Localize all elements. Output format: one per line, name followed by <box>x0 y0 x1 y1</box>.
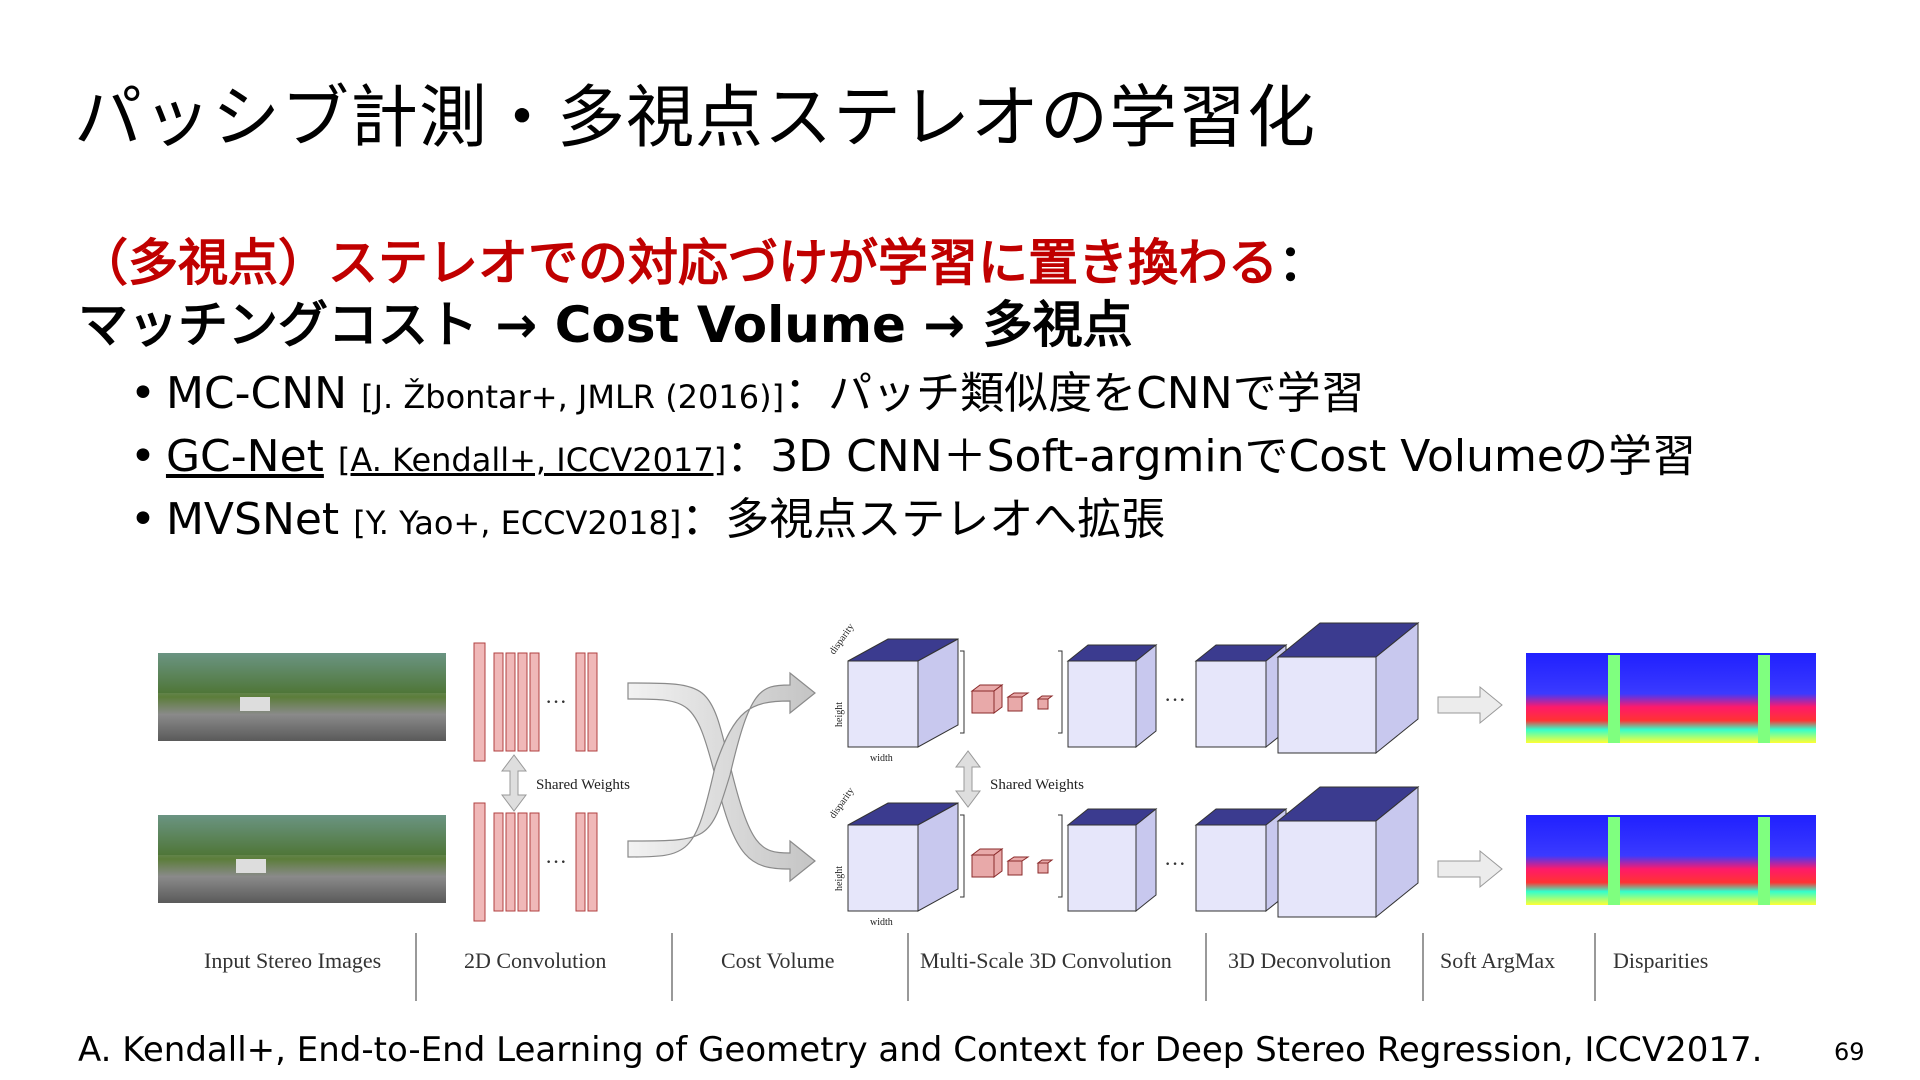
axis-label-height-top: height <box>834 702 845 727</box>
bullet-link-name[interactable]: GC-Net <box>165 431 324 482</box>
cost-volume-cube-bottom <box>847 802 959 912</box>
disparity-map-bottom <box>1526 815 1816 905</box>
bullet-citation: [Y. Yao+, ECCV2018] <box>353 504 682 542</box>
headline-line-1: （多視点）ステレオでの対応づけが学習に置き換わる： <box>78 232 1328 294</box>
stage-label-2d-conv: 2D Convolution <box>464 948 606 973</box>
bullet-mc-cnn: •MC-CNN [J. Žbontar+, JMLR (2016)]：パッチ類似… <box>130 364 1696 427</box>
stage-label-disparities: Disparities <box>1613 948 1708 973</box>
page-number: 69 <box>1834 1038 1865 1066</box>
conv2d-layers-bottom <box>473 802 598 922</box>
stage-label-input: Input Stereo Images <box>204 948 381 973</box>
cost-volume-cube-top <box>847 638 959 748</box>
headline: （多視点）ステレオでの対応づけが学習に置き換わる： マッチングコスト → Cos… <box>78 232 1328 356</box>
bullet-text: ：パッチ類似度をCNNで学習 <box>784 368 1365 419</box>
ellipsis-conv-top: ··· <box>545 689 567 714</box>
soft-argmax-arrow-top-icon <box>1437 685 1503 725</box>
ellipsis-3d-bottom: ··· <box>1164 851 1186 876</box>
bullet-link-citation[interactable]: [A. Kendall+, ICCV2017] <box>337 441 727 479</box>
architecture-diagram: ··· ··· Shared Weights disparity height <box>158 621 1816 1001</box>
conv3d-filters-top <box>960 650 1063 734</box>
bullet-mvsnet: •MVSNet [Y. Yao+, ECCV2018]：多視点ステレオへ拡張 <box>130 490 1696 553</box>
bullet-list: •MC-CNN [J. Žbontar+, JMLR (2016)]：パッチ類似… <box>130 364 1696 553</box>
soft-argmax-arrow-bottom-icon <box>1437 849 1503 889</box>
shared-weights-arrow-icon <box>501 754 527 812</box>
stage-separators <box>415 933 1596 1001</box>
bullet-dot: • <box>130 368 156 419</box>
stage-label-cost-volume: Cost Volume <box>721 948 835 973</box>
axis-label-disparity-bottom: disparity <box>827 786 856 821</box>
deconv-cubes-bottom <box>1066 785 1420 919</box>
disparity-map-top <box>1526 653 1816 743</box>
conv3d-filters-bottom <box>960 814 1063 898</box>
stage-label-soft-argmax: Soft ArgMax <box>1440 948 1555 973</box>
input-image-left <box>158 653 446 741</box>
conv2d-layers-top <box>473 642 598 762</box>
bullet-dot: • <box>130 494 156 545</box>
input-image-right <box>158 815 446 903</box>
bullet-dot: • <box>130 431 156 482</box>
bullet-name: MVSNet <box>165 494 340 545</box>
axis-label-disparity-top: disparity <box>827 622 856 657</box>
shared-weights-label-3d: Shared Weights <box>990 777 1084 793</box>
headline-red-text: （多視点）ステレオでの対応づけが学習に置き換わる <box>78 234 1278 292</box>
ellipsis-conv-bottom: ··· <box>545 849 567 874</box>
stage-label-multiscale-3d-conv: Multi-Scale 3D Convolution <box>920 948 1172 973</box>
bullet-text: ：多視点ステレオへ拡張 <box>681 494 1166 545</box>
gc-net-architecture-figure: ··· ··· Shared Weights disparity height <box>150 615 1820 1005</box>
axis-label-width-top: width <box>870 753 893 764</box>
cost-volume-crossing-arrows-icon <box>627 671 816 883</box>
shared-weights-label-conv: Shared Weights <box>536 777 630 793</box>
headline-colon: ： <box>1278 234 1328 292</box>
stage-label-3d-deconv: 3D Deconvolution <box>1228 948 1391 973</box>
reference-citation: A. Kendall+, End-to-End Learning of Geom… <box>78 1030 1763 1070</box>
axis-label-width-bottom: width <box>870 917 893 928</box>
slide-title: パッシブ計測・多視点ステレオの学習化 <box>74 79 1317 158</box>
bullet-text: ：3D CNN＋Soft-argminでCost Volumeの学習 <box>726 431 1696 482</box>
shared-weights-arrow-3d-icon <box>955 750 981 808</box>
bullet-name: MC-CNN <box>165 368 348 419</box>
deconv-cubes-top <box>1066 621 1420 755</box>
axis-label-height-bottom: height <box>834 866 845 891</box>
ellipsis-3d-top: ··· <box>1164 687 1186 712</box>
bullet-citation: [J. Žbontar+, JMLR (2016)] <box>361 378 785 416</box>
headline-line-2: マッチングコスト → Cost Volume → 多視点 <box>78 296 1133 354</box>
bullet-gc-net: •GC-Net [A. Kendall+, ICCV2017]：3D CNN＋S… <box>130 427 1696 490</box>
